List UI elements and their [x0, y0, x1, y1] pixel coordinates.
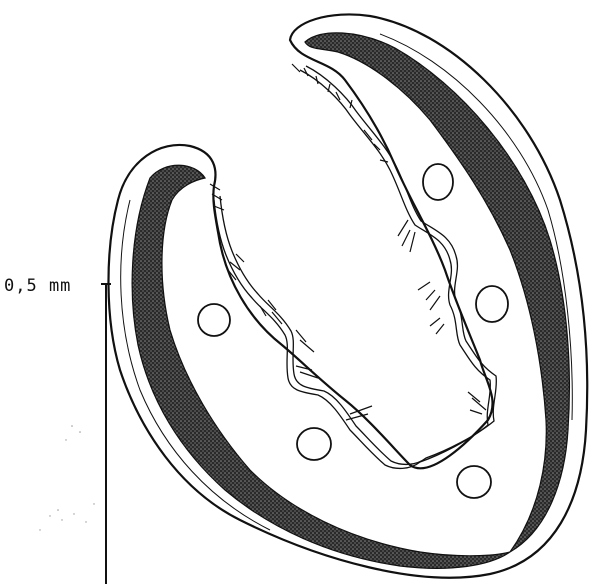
oval-body-5: [457, 466, 491, 498]
oval-body-3: [198, 304, 230, 336]
oval-body-4: [297, 428, 331, 460]
oval-body-2: [476, 286, 508, 322]
scale-bar: [101, 284, 111, 584]
outer-wall: [108, 14, 587, 577]
oval-body-1: [423, 164, 453, 200]
background-specks: [39, 425, 94, 531]
scale-bar-label: 0,5 mm: [4, 276, 71, 296]
